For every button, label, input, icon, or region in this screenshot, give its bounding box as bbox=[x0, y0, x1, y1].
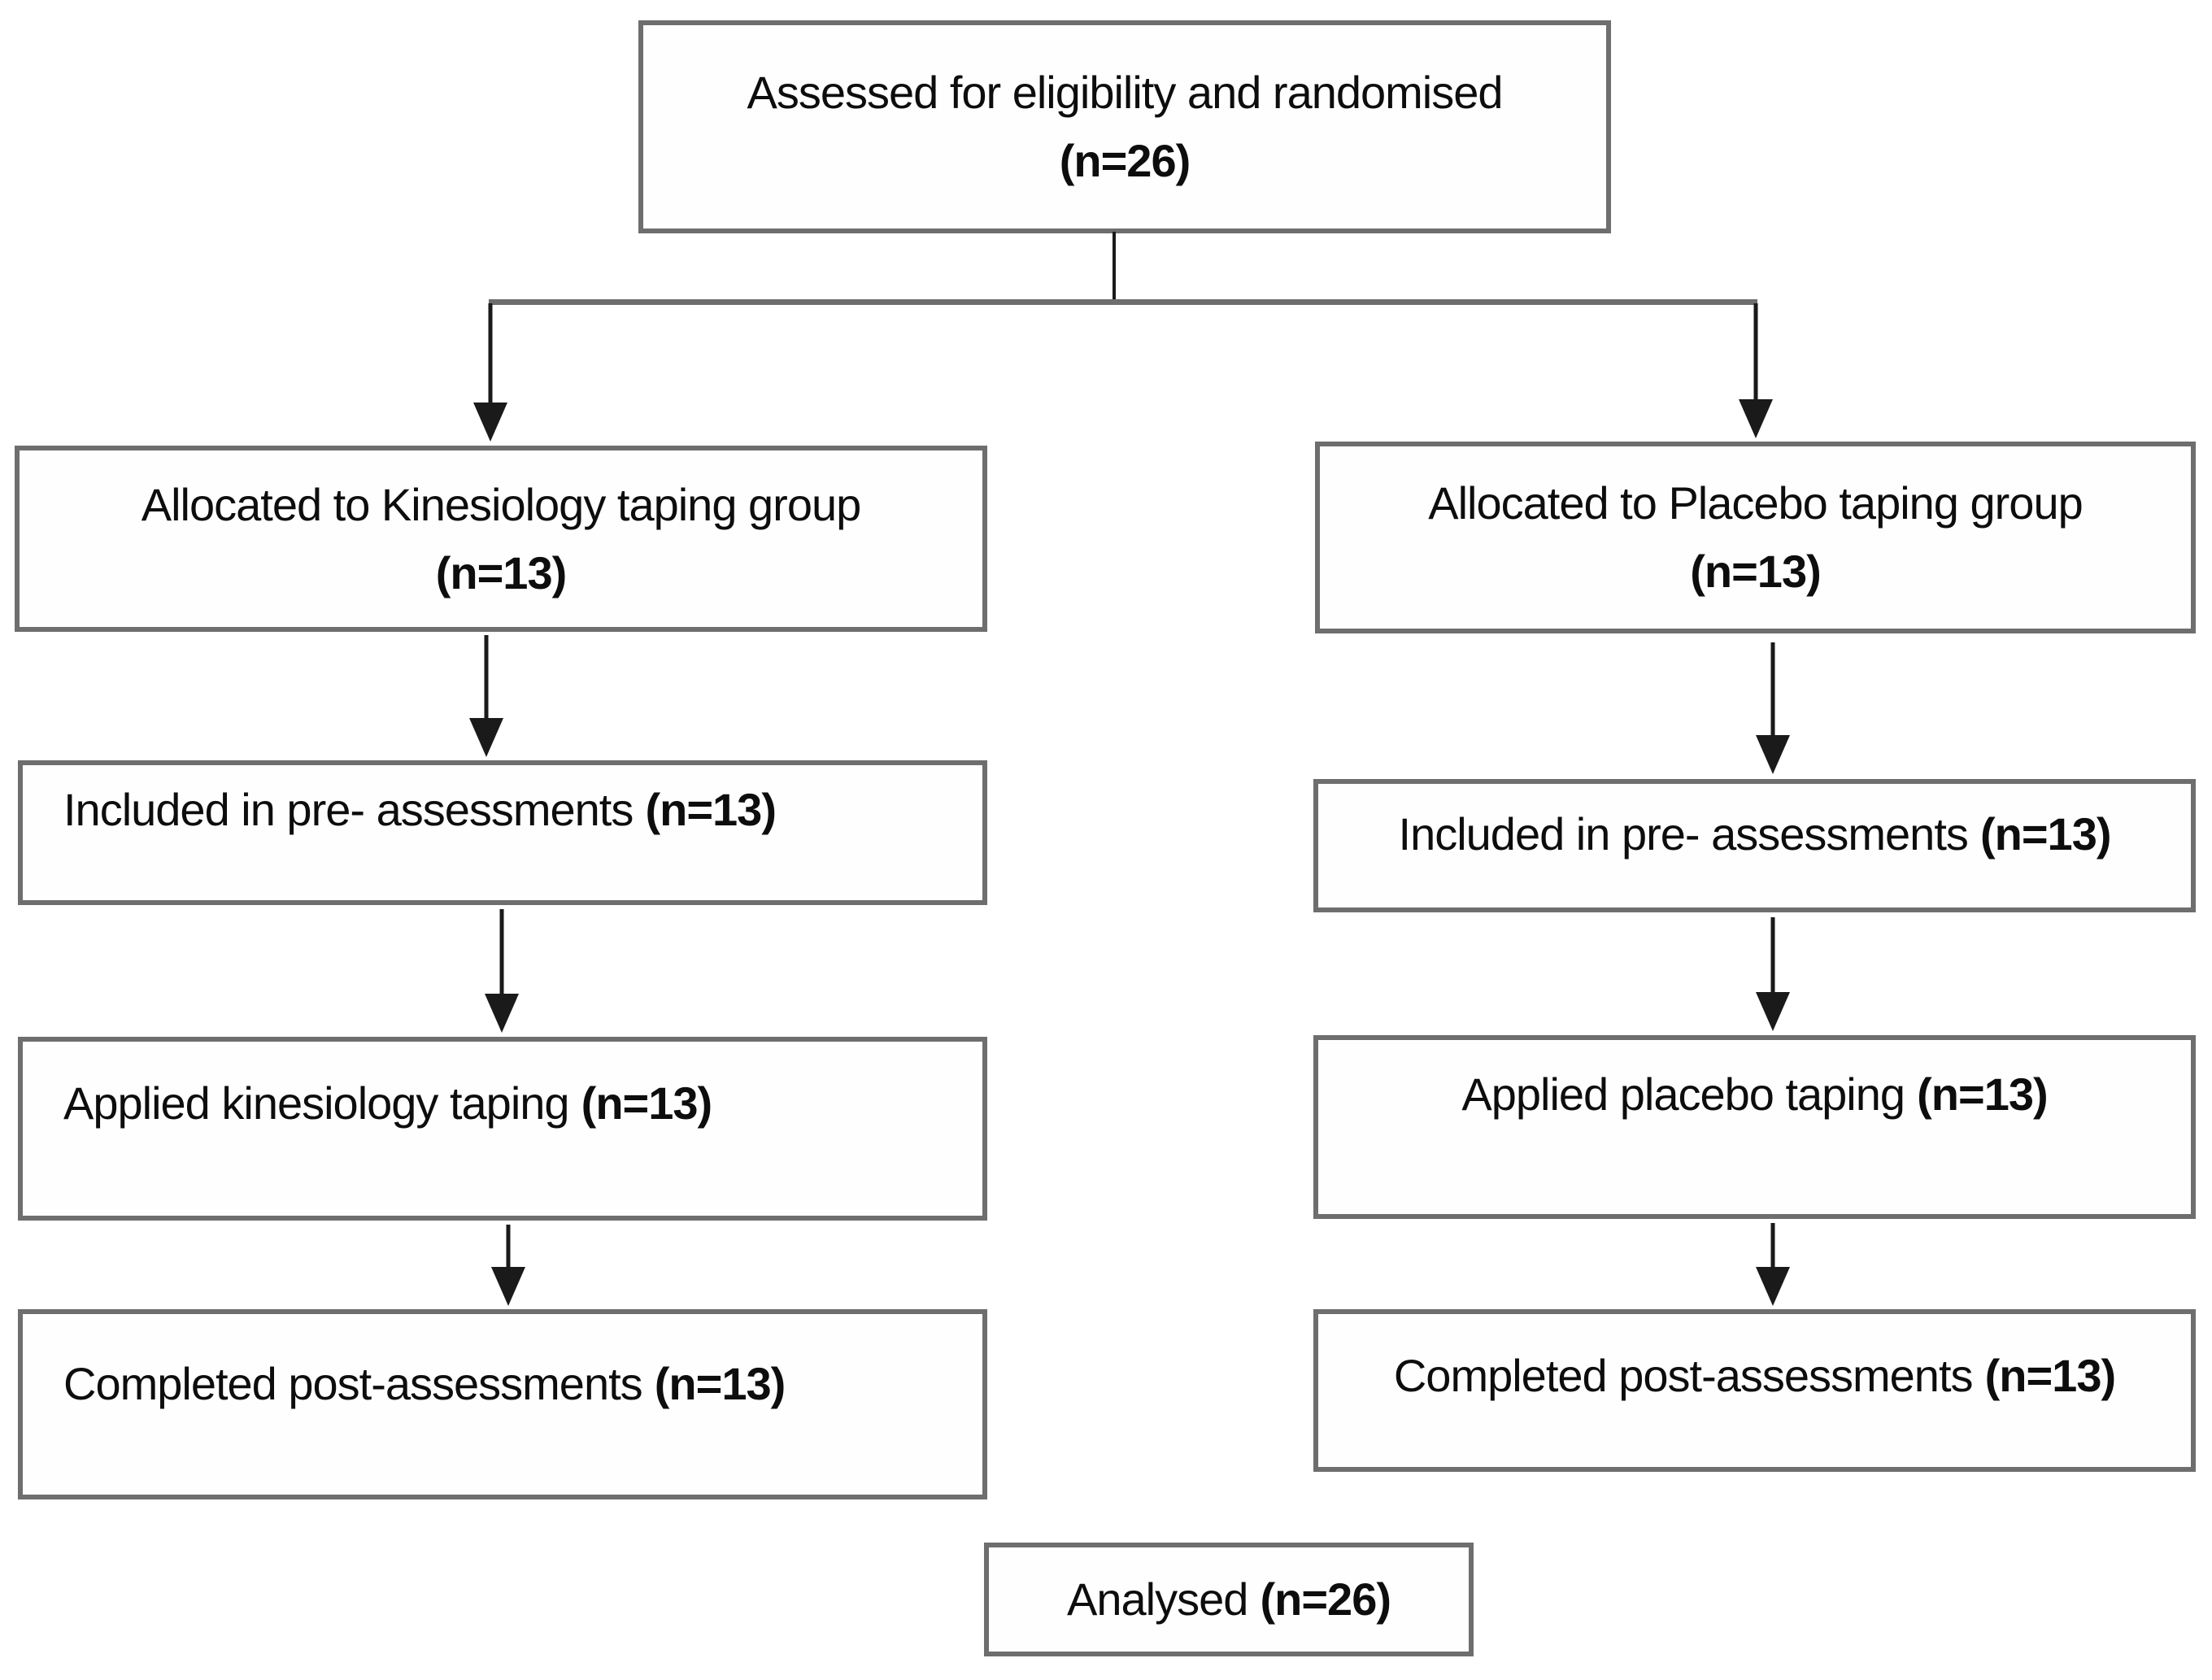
arrow-shaft bbox=[484, 635, 489, 721]
kinesiology-completed-count: (n=13) bbox=[654, 1358, 786, 1409]
placebo-allocated-label: Allocated to Placebo taping group bbox=[1428, 477, 2083, 529]
arrow-shaft bbox=[488, 303, 493, 406]
placebo-completed-count: (n=13) bbox=[1984, 1350, 2116, 1401]
down-arrow-icon bbox=[1755, 917, 1791, 1031]
analysed-count: (n=26) bbox=[1260, 1573, 1391, 1625]
kinesiology-allocated-count: (n=13) bbox=[435, 546, 567, 598]
placebo-applied-label: Applied placebo taping bbox=[1461, 1068, 1905, 1120]
kinesiology-completed-label: Completed post-assessments bbox=[63, 1358, 643, 1409]
kinesiology-allocated-box: Allocated to Kinesiology taping group (n… bbox=[15, 446, 987, 632]
kinesiology-pre-assessment-label: Included in pre- assessments bbox=[63, 784, 634, 835]
kinesiology-completed-box: Completed post-assessments(n=13) bbox=[18, 1309, 987, 1499]
eligibility-count: (n=26) bbox=[1059, 135, 1191, 186]
arrow-head bbox=[1756, 1267, 1790, 1306]
kinesiology-applied-label: Applied kinesiology taping bbox=[63, 1077, 570, 1129]
arrow-head bbox=[473, 403, 507, 442]
kinesiology-pre-assessment-box: Included in pre- assessments(n=13) bbox=[18, 760, 987, 905]
down-arrow-icon bbox=[468, 635, 504, 757]
arrow-head bbox=[469, 718, 503, 757]
placebo-pre-assessment-count: (n=13) bbox=[1979, 808, 2111, 860]
arrow-head bbox=[485, 994, 519, 1033]
arrow-head bbox=[1756, 992, 1790, 1031]
placebo-allocated-box: Allocated to Placebo taping group (n=13) bbox=[1315, 442, 2196, 633]
kinesiology-allocated-label: Allocated to Kinesiology taping group bbox=[141, 478, 862, 530]
placebo-completed-label: Completed post-assessments bbox=[1393, 1350, 1974, 1401]
placebo-applied-count: (n=13) bbox=[1917, 1068, 2048, 1120]
down-arrow-icon bbox=[472, 303, 508, 442]
eligibility-label: Assessed for eligibility and randomised bbox=[747, 67, 1503, 118]
arrow-shaft bbox=[499, 909, 504, 997]
placebo-pre-assessment-box: Included in pre- assessments(n=13) bbox=[1313, 779, 2196, 912]
down-arrow-icon bbox=[490, 1225, 526, 1306]
down-arrow-icon bbox=[484, 909, 520, 1033]
kinesiology-pre-assessment-count: (n=13) bbox=[645, 784, 776, 835]
arrow-shaft bbox=[1770, 1223, 1775, 1270]
arrow-shaft bbox=[1770, 917, 1775, 995]
arrow-head bbox=[1739, 399, 1773, 438]
arrow-head bbox=[1756, 735, 1790, 774]
placebo-pre-assessment-label: Included in pre- assessments bbox=[1398, 808, 1969, 860]
arrow-shaft bbox=[1770, 642, 1775, 738]
placebo-completed-box: Completed post-assessments(n=13) bbox=[1313, 1309, 2196, 1472]
kinesiology-applied-box: Applied kinesiology taping(n=13) bbox=[18, 1037, 987, 1221]
analysed-box: Analysed(n=26) bbox=[984, 1543, 1474, 1656]
arrow-shaft bbox=[506, 1225, 511, 1270]
eligibility-box: Assessed for eligibility and randomised … bbox=[638, 20, 1611, 233]
kinesiology-applied-count: (n=13) bbox=[581, 1077, 712, 1129]
placebo-applied-box: Applied placebo taping(n=13) bbox=[1313, 1035, 2196, 1219]
arrow-shaft bbox=[1753, 303, 1758, 403]
down-arrow-icon bbox=[1755, 1223, 1791, 1306]
placebo-allocated-count: (n=13) bbox=[1690, 546, 1821, 597]
down-arrow-icon bbox=[1755, 642, 1791, 774]
down-arrow-icon bbox=[1738, 303, 1774, 438]
arrow-head bbox=[491, 1267, 525, 1306]
connector-stem-line bbox=[1113, 232, 1116, 302]
connector-split-bar bbox=[489, 299, 1757, 305]
analysed-label: Analysed bbox=[1067, 1573, 1248, 1625]
